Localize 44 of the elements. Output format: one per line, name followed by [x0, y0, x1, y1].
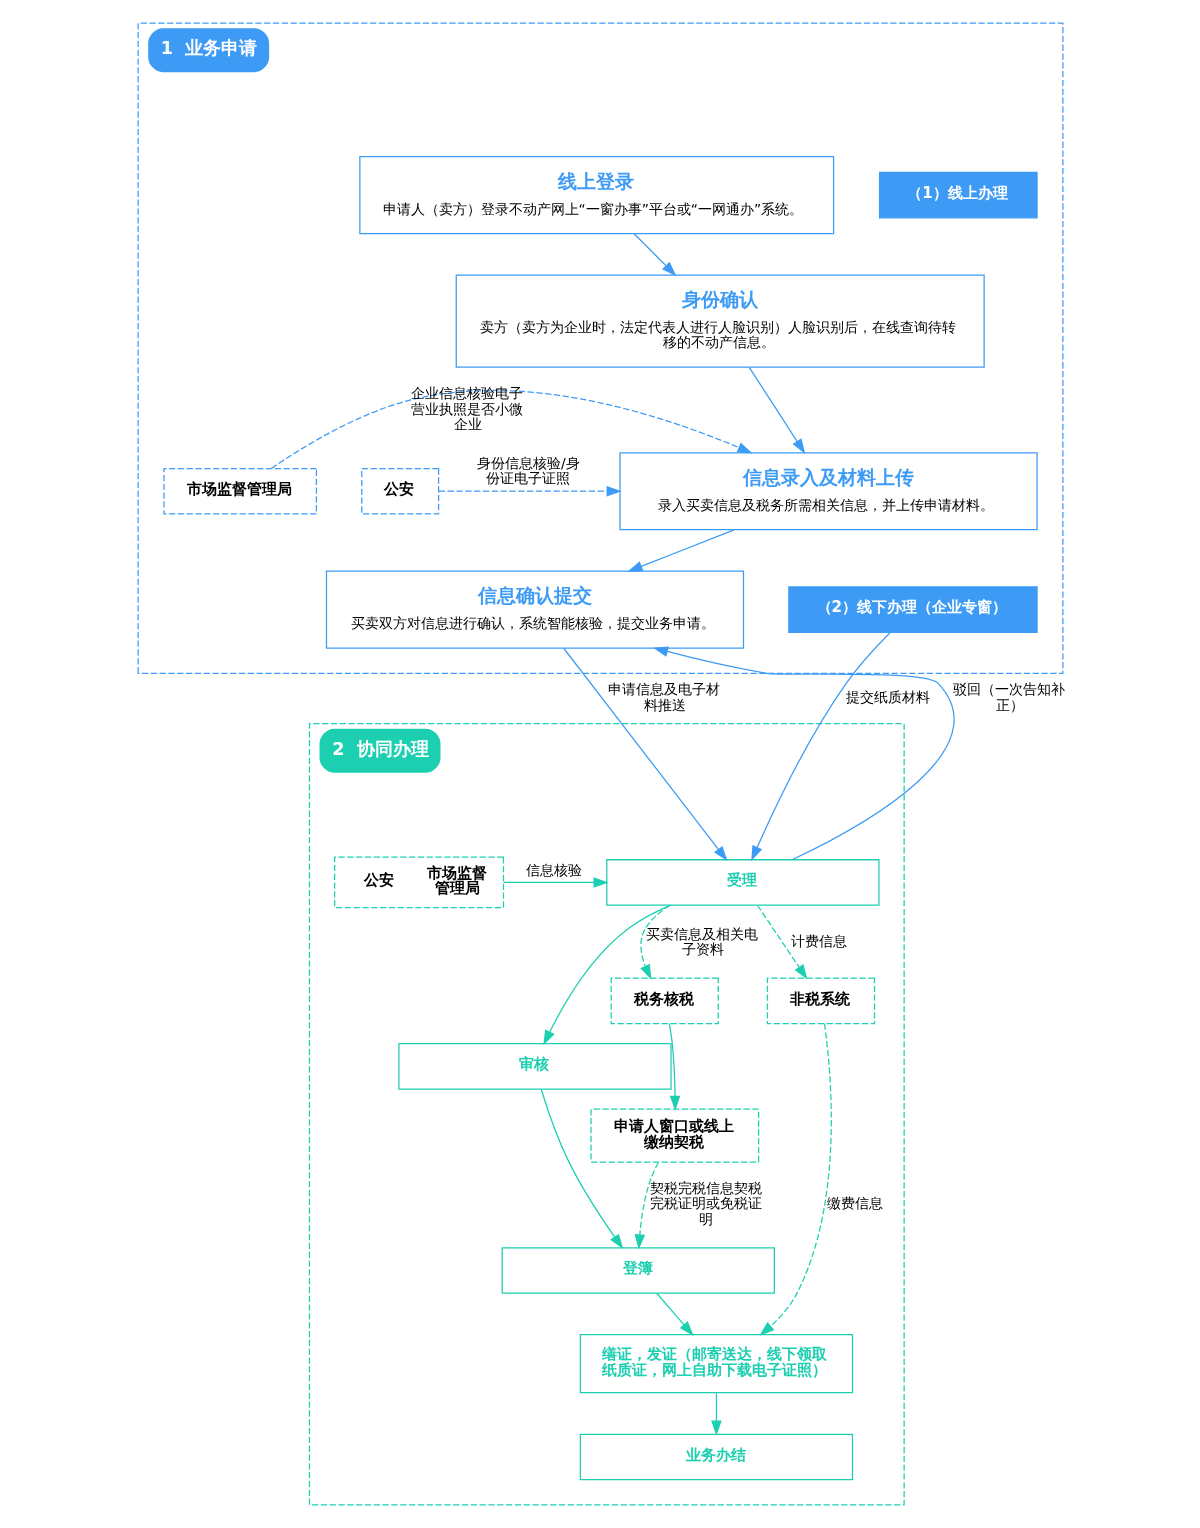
- node-box: 公安 市场监督管理局: [333, 856, 504, 909]
- arrow: [668, 1023, 680, 1111]
- node-box: 申请人窗口或线上缴纳契税: [589, 1108, 759, 1163]
- edge-label: 买卖信息及相关电子资料: [645, 925, 758, 957]
- node-box: 市场监督管理局: [162, 467, 317, 515]
- node-box: 公安: [360, 467, 439, 515]
- arrow: [652, 646, 955, 861]
- node-box: 线上登录 申请人（卖方）登录不动产网上“一窗办事”平台或“一网通办”系统。: [358, 156, 834, 235]
- edge-label: 身份信息核验/身份证电子证照: [476, 455, 580, 487]
- edge-label: 信息核验: [525, 861, 582, 878]
- edge-label: 计费信息: [790, 933, 847, 950]
- arrow: [270, 389, 753, 469]
- node-box: （2）线下办理（企业专窗）: [787, 586, 1038, 633]
- node-box: 身份确认 卖方（卖方为企业时，法定代表人进行人脸识别）人脸识别后，在线查询待转移的不动产信息。: [455, 274, 985, 368]
- node-box: 非税系统: [766, 977, 875, 1025]
- node-box: 审核: [397, 1043, 672, 1090]
- node-box: 登簿: [501, 1247, 775, 1294]
- edge-label: 契税完税信息契税完税证明或免税证明: [649, 1180, 762, 1227]
- arrow: [756, 904, 807, 980]
- node-box: 缮证，发证（邮寄送达，线下领取纸质证，网上自助下载电子证照）: [579, 1334, 853, 1394]
- arrow: [750, 631, 891, 862]
- arrow: [627, 529, 735, 572]
- arrow: [634, 1161, 659, 1250]
- arrow: [758, 1023, 832, 1336]
- arrow: [542, 904, 671, 1046]
- arrow: [655, 1292, 694, 1336]
- arrow: [437, 485, 622, 497]
- arrow: [748, 366, 805, 454]
- edge-label: 驳回（一次告知补正）: [952, 681, 1065, 713]
- arrow: [502, 877, 609, 888]
- arrow: [632, 233, 676, 277]
- arrow: [710, 1392, 722, 1436]
- node-box: 税务核税: [610, 977, 719, 1025]
- edge-label: 申请信息及电子材料推送: [607, 681, 720, 713]
- node-box: 信息录入及材料上传 录入买卖信息及税务所需相关信息，并上传申请材料。: [618, 452, 1038, 531]
- arrow: [639, 904, 671, 980]
- node-box: （1）线上办理: [878, 171, 1038, 219]
- arrow: [562, 647, 727, 862]
- arrow: [540, 1088, 623, 1250]
- node-box: 业务办结: [579, 1433, 853, 1481]
- edge-label: 缴费信息: [826, 1195, 883, 1212]
- node-box: 信息确认提交 买卖双方对信息进行确认，系统智能核验，提交业务申请。: [325, 570, 744, 649]
- edge-label: 提交纸质材料: [845, 689, 930, 706]
- node-box: 受理: [605, 859, 880, 906]
